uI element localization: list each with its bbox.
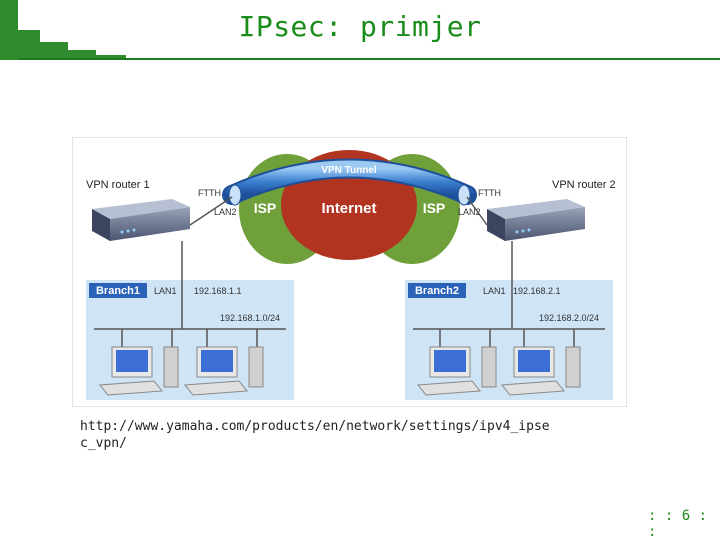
branch1-pc-2 — [184, 346, 264, 396]
router2-lan2-label: LAN2 — [458, 207, 481, 217]
router1-label: VPN router 1 — [86, 179, 150, 191]
router2-label: VPN router 2 — [552, 179, 616, 191]
slide-corner-decoration — [0, 0, 126, 60]
branch1-subnet: 192.168.1.0/24 — [220, 313, 280, 323]
branch1-router-ip: 192.168.1.1 — [194, 286, 242, 296]
branch2-lan1-label: LAN1 — [483, 286, 506, 296]
branch1-lan1-label: LAN1 — [154, 286, 177, 296]
router1-device — [92, 199, 190, 241]
internet-label: Internet — [321, 200, 376, 217]
title-underline — [18, 58, 720, 60]
router2-ftth-label: FTTH — [478, 188, 501, 198]
source-url: http://www.yamaha.com/products/en/networ… — [80, 419, 550, 451]
page-number: : : 6 : : — [648, 508, 708, 540]
branch1-name: Branch1 — [96, 285, 140, 297]
branch2-name: Branch2 — [415, 285, 459, 297]
vpn-tunnel-label: VPN Tunnel — [321, 165, 377, 176]
slide-title: IPsec: primjer — [238, 10, 482, 43]
vpn-network-diagram: VPN Tunnel Internet ISP ISP VPN router 1… — [72, 137, 627, 407]
router1-ftth-label: FTTH — [198, 188, 221, 198]
router2-device — [487, 199, 585, 241]
branch1-pc-1 — [99, 346, 179, 396]
branch2-pc-1 — [417, 346, 497, 396]
branch2-pc-2 — [501, 346, 581, 396]
branch2-router-ip: 192.168.2.1 — [513, 286, 561, 296]
router1-lan2-label: LAN2 — [214, 207, 237, 217]
isp-left-label: ISP — [254, 200, 277, 216]
branch2-subnet: 192.168.2.0/24 — [539, 313, 599, 323]
isp-right-label: ISP — [423, 200, 446, 216]
